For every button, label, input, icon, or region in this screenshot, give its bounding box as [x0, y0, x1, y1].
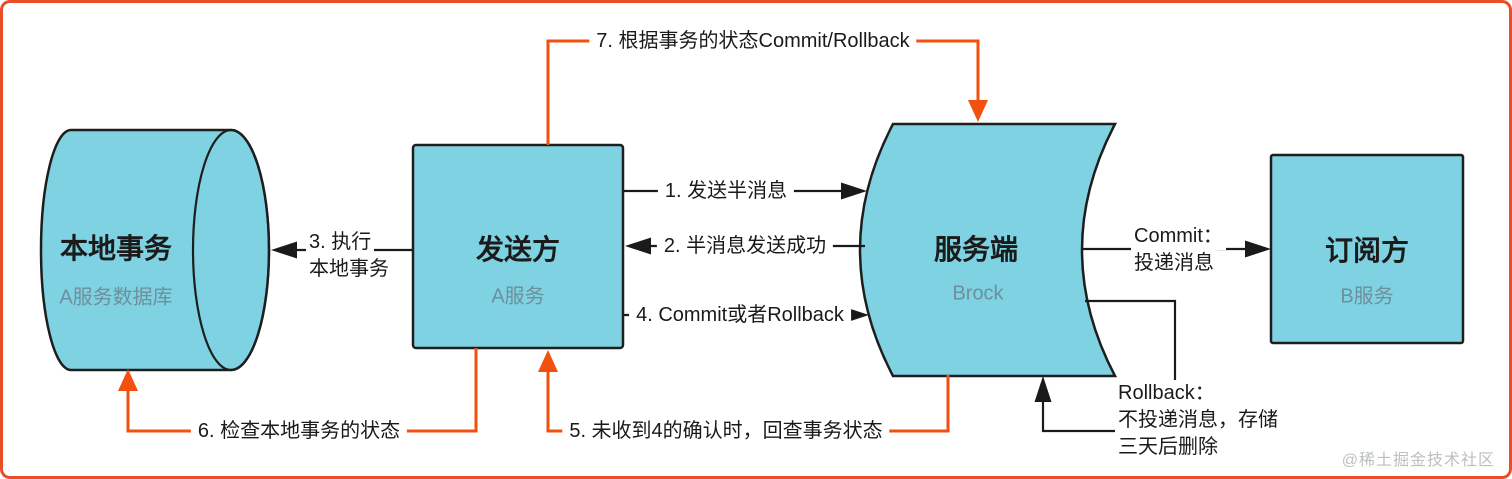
rollback-note-line	[1085, 299, 1177, 385]
sender-title: 发送方	[475, 234, 561, 265]
edge-3-label-line2: 本地事务	[306, 256, 392, 283]
rollback-note-line2: 不投递消息，存储	[1115, 407, 1281, 434]
rollback-note: Rollback： 不投递消息，存储 三天后删除	[1115, 380, 1281, 461]
edge-3-label-line1: 3. 执行	[306, 229, 375, 256]
edge-2-arrowhead	[625, 237, 651, 255]
rollback-note-line3: 三天后删除	[1115, 434, 1221, 461]
watermark: @稀土掘金技术社区	[1341, 452, 1495, 469]
rollback-return-line	[1034, 376, 1116, 433]
local-transaction-rim	[191, 128, 271, 372]
commit-label: Commit： 投递消息	[1131, 223, 1226, 277]
subscriber-subtitle: B服务	[1340, 285, 1394, 308]
diagram-shapes-layer	[39, 39, 1465, 433]
subscriber-title: 订阅方	[1324, 235, 1410, 266]
broker-subtitle: Brock	[952, 282, 1004, 305]
edge-6-label: 6. 检查本地事务的状态	[190, 418, 408, 444]
commit-label-line2: 投递消息	[1131, 250, 1217, 277]
edge-5-label: 5. 未收到4的确认时，回查事务状态	[562, 418, 890, 444]
sender-subtitle: A服务	[491, 285, 545, 308]
edge-1-arrowhead	[841, 182, 867, 200]
commit-label-line1: Commit：	[1131, 223, 1226, 250]
local-transaction-subtitle: A服务数据库	[59, 286, 173, 309]
edge-1-label: 1. 发送半消息	[657, 178, 795, 204]
broker-title: 服务端	[933, 234, 1019, 265]
edge-6-arrowhead	[118, 369, 138, 391]
edge-2-label: 2. 半消息发送成功	[656, 233, 834, 259]
edge-7-arrowhead	[968, 100, 988, 122]
edge-commit-arrowhead	[1245, 240, 1271, 258]
edge-3-label: 3. 执行 本地事务	[306, 229, 392, 283]
edge-7-label: 7. 根据事务的状态Commit/Rollback	[589, 28, 917, 54]
edge-4-label: 4. Commit或者Rollback	[629, 302, 851, 328]
local-transaction-shape	[39, 128, 271, 372]
rollback-return-arrowhead	[1034, 376, 1052, 402]
edge-5-arrowhead	[538, 350, 558, 372]
edge-3-arrowhead	[271, 241, 297, 259]
local-transaction-title: 本地事务	[59, 233, 173, 264]
sender-shape	[411, 143, 625, 350]
broker-shape	[858, 122, 1118, 378]
rollback-note-line1: Rollback：	[1115, 380, 1218, 407]
